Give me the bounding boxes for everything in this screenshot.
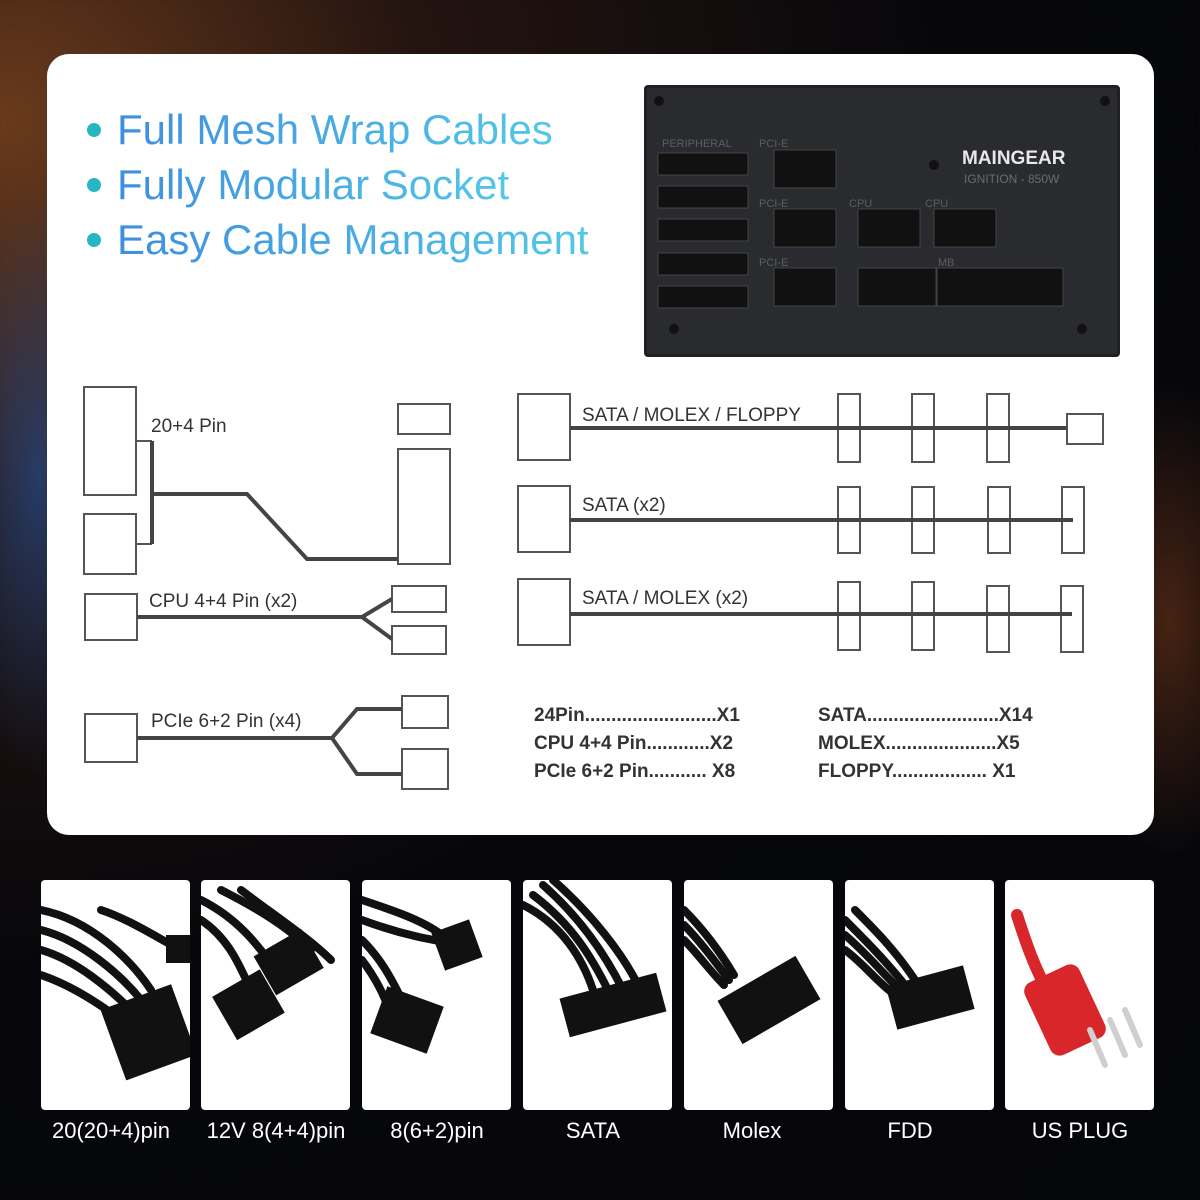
cable-label-sata: SATA (x2) <box>582 495 666 516</box>
cable-label-sata-molex: SATA / MOLEX (x2) <box>582 588 748 609</box>
pcie-8pin-connector-icon <box>362 880 511 1110</box>
port-label: MB <box>938 257 955 269</box>
psu-model: IGNITION - 850W <box>964 172 1060 186</box>
cable-diagram: 20+4 Pin CPU 4+4 Pin (x2) PCIe 6+2 Pin (… <box>83 386 1104 790</box>
cable-count-left: 24Pin.........................X1 CPU 4+4… <box>534 702 740 786</box>
cable-count-row: CPU 4+4 Pin............X2 <box>534 733 734 754</box>
cpu-8pin-connector-icon <box>201 880 350 1110</box>
feature-text: Easy Cable Management <box>117 215 589 263</box>
cable-label-sata-molex-floppy: SATA / MOLEX / FLOPPY <box>582 405 801 426</box>
cable-count-row: PCIe 6+2 Pin........... X8 <box>534 761 736 782</box>
psu-brand: MAINGEAR <box>962 148 1066 169</box>
connector-label: Molex <box>722 1118 782 1143</box>
cable-count-row: SATA.........................X14 <box>818 705 1033 726</box>
connector-label: US PLUG <box>1031 1118 1129 1143</box>
connector-label: 8(6+2)pin <box>390 1118 484 1143</box>
port-label: CPU <box>849 198 872 210</box>
connector-label: 12V 8(4+4)pin <box>206 1118 346 1143</box>
connector-label: FDD <box>887 1118 933 1143</box>
feature-item: Fully Modular Socket <box>87 157 589 212</box>
cable-count-row: 24Pin.........................X1 <box>534 705 740 726</box>
feature-text: Full Mesh Wrap Cables <box>117 105 553 153</box>
bullet-dot-icon <box>87 177 101 192</box>
fdd-connector-icon <box>845 880 994 1110</box>
cable-label-atx: 20+4 Pin <box>151 416 227 437</box>
feature-item: Easy Cable Management <box>87 212 589 267</box>
cable-count-right: SATA.........................X14 MOLEX..… <box>818 702 1033 786</box>
cable-label-pcie: PCIe 6+2 Pin (x4) <box>151 711 302 732</box>
bullet-dot-icon <box>87 232 101 247</box>
port-label: PCI-E <box>759 138 788 150</box>
feature-item: Full Mesh Wrap Cables <box>87 102 589 157</box>
feature-list: Full Mesh Wrap Cables Fully Modular Sock… <box>87 102 589 267</box>
cable-count-row: MOLEX.....................X5 <box>818 733 1020 754</box>
bullet-dot-icon <box>87 122 101 137</box>
molex-connector-icon <box>684 880 833 1110</box>
port-label: PCI-E <box>759 257 788 269</box>
port-label: PERIPHERAL <box>662 138 732 150</box>
sata-connector-icon <box>523 880 672 1110</box>
feature-text: Fully Modular Socket <box>117 160 510 208</box>
psu-modular-panel-image: PERIPHERAL PCI-E PCI-E PCI-E CPU CPU MB … <box>644 85 1120 357</box>
port-label: PCI-E <box>759 198 788 210</box>
connector-label: SATA <box>565 1118 621 1143</box>
connector-label: 20(20+4)pin <box>51 1118 171 1143</box>
info-panel: Full Mesh Wrap Cables Fully Modular Sock… <box>47 54 1154 835</box>
us-plug-icon <box>1005 880 1154 1110</box>
cable-count-row: FLOPPY.................. X1 <box>818 761 1016 782</box>
cable-label-cpu: CPU 4+4 Pin (x2) <box>149 591 297 612</box>
port-label: CPU <box>925 198 948 210</box>
atx-24pin-connector-icon <box>41 880 190 1110</box>
